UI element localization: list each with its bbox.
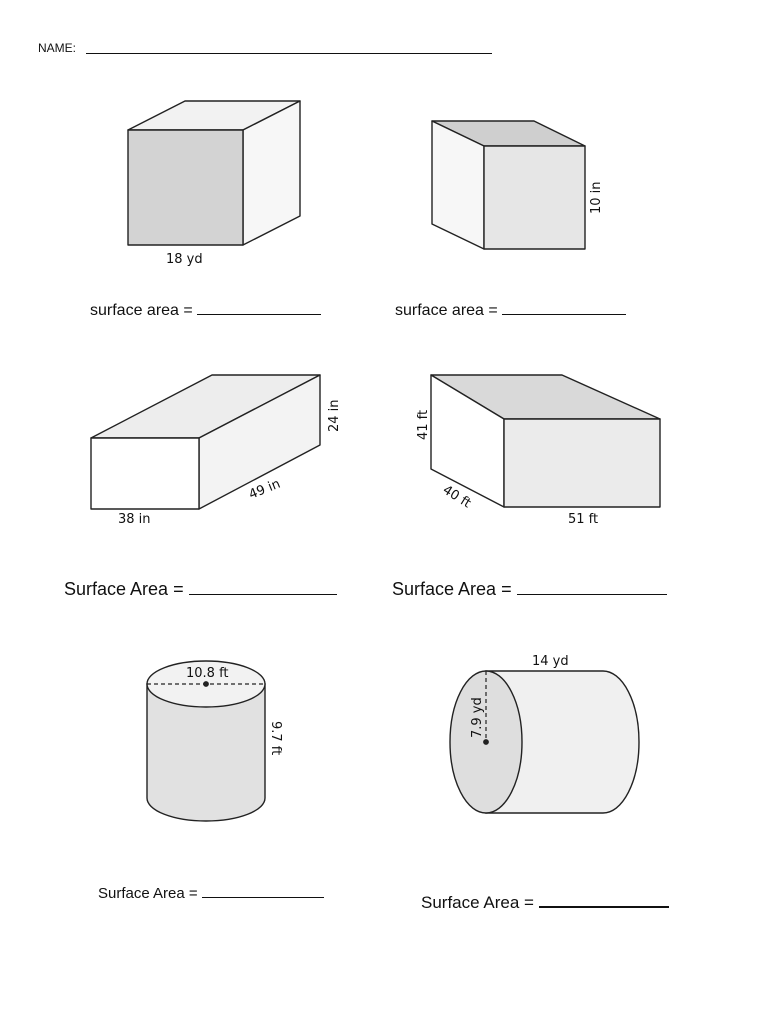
name-answer-line[interactable] <box>86 53 492 54</box>
problem-5-answer-blank[interactable] <box>201 897 324 898</box>
figure-2-edge-label: 10 in <box>589 181 604 214</box>
problem-2-answer: surface area = <box>395 302 627 320</box>
figure-4-height-label: 41 ft <box>416 410 431 440</box>
name-label: NAME: <box>38 41 77 55</box>
problem-4-answer: Surface Area = <box>392 579 667 600</box>
problem-1-answer: surface area = <box>90 302 322 320</box>
problem-6-answer-blank[interactable] <box>538 906 669 908</box>
figure-6-cylinder <box>449 670 640 814</box>
problem-3-answer-blank[interactable] <box>188 594 337 595</box>
figure-3-height-label: 24 in <box>327 399 342 432</box>
figure-6-radius-label: 7.9 yd <box>470 697 485 738</box>
problem-6-answer: Surface Area = <box>421 893 669 913</box>
figure-4-length-label: 51 ft <box>568 512 598 527</box>
figure-3-width-label: 38 in <box>118 512 151 527</box>
problem-5-answer-label: Surface Area = <box>98 885 198 902</box>
problem-2-answer-blank[interactable] <box>502 314 627 315</box>
problem-3-answer-label: Surface Area = <box>64 579 184 599</box>
problem-6-answer-label: Surface Area = <box>421 893 534 912</box>
problem-2-answer-label: surface area = <box>395 302 498 319</box>
problem-4-answer-label: Surface Area = <box>392 579 512 599</box>
problem-1-answer-label: surface area = <box>90 302 193 319</box>
figure-3-prism <box>90 374 321 510</box>
figure-5-cylinder <box>146 660 266 822</box>
problem-1-answer-blank[interactable] <box>197 314 322 315</box>
figure-2-cube <box>431 120 586 250</box>
figure-6-length-label: 14 yd <box>532 654 569 669</box>
problem-3-answer: Surface Area = <box>64 579 337 600</box>
figure-4-prism <box>430 374 661 508</box>
figure-1-cube <box>127 100 301 246</box>
figure-5-diameter-label: 10.8 ft <box>186 666 229 681</box>
figure-5-height-label: 9.7 ft <box>268 721 283 755</box>
problem-5-answer: Surface Area = <box>98 885 324 902</box>
figure-1-edge-label: 18 yd <box>166 252 203 267</box>
problem-4-answer-blank[interactable] <box>516 594 667 595</box>
